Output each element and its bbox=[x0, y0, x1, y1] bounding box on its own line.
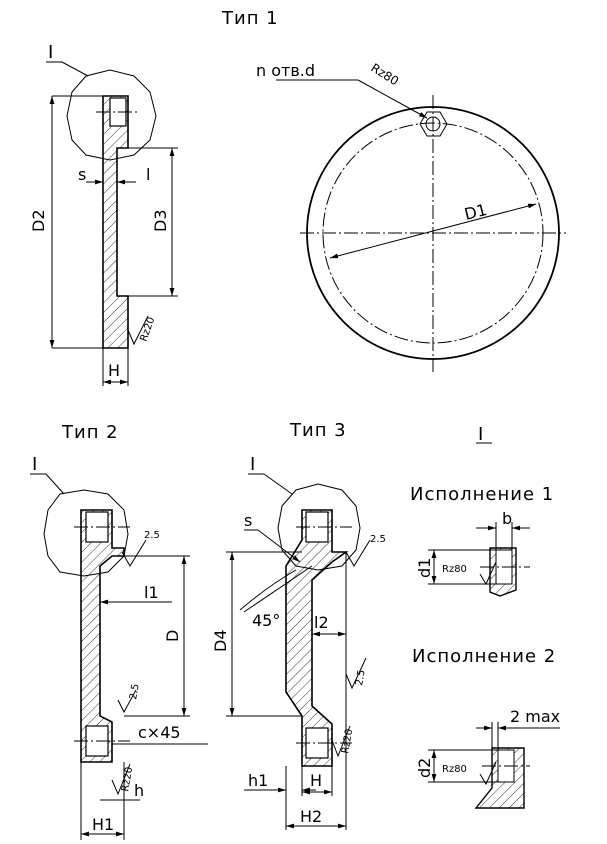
type2-section: I D l1 c×45 2.5 2.5 Rz20 h bbox=[30, 454, 208, 840]
detail-execution-2: 2 max d2 Rz80 bbox=[415, 707, 560, 809]
type2-detail-callout: I bbox=[32, 454, 38, 475]
type2-cx45-label: c×45 bbox=[138, 723, 181, 742]
title-detail: I bbox=[478, 424, 484, 445]
type1-section: I D2 D3 s l H Rz20 bbox=[29, 42, 178, 386]
type2-d-label: D bbox=[163, 630, 182, 642]
exec1-rz80: Rz80 bbox=[442, 564, 467, 575]
exec1-d1-label: d1 bbox=[415, 558, 434, 578]
type3-d4-label: D4 bbox=[211, 630, 230, 653]
type1-detail-callout: I bbox=[48, 42, 54, 63]
type3-s-label: s bbox=[244, 511, 252, 530]
title-execution-1: Исполнение 1 bbox=[410, 484, 554, 505]
type2-h1-label: H1 bbox=[92, 815, 114, 834]
type3-l2-label: l2 bbox=[314, 613, 329, 632]
type1-hole-rz80: Rz80 bbox=[368, 61, 401, 89]
type1-plan-view: D1 n отв.d Rz80 bbox=[256, 61, 566, 372]
title-type1: Тип 1 bbox=[221, 8, 279, 29]
type3-detail-callout: I bbox=[250, 454, 256, 475]
type1-d1-label: D1 bbox=[462, 200, 488, 224]
type3-r25-side: 2.5 bbox=[354, 669, 368, 687]
type1-l-label: l bbox=[146, 165, 150, 184]
type1-holes-label: n отв.d bbox=[256, 61, 315, 80]
type2-r25-top: 2.5 bbox=[144, 530, 160, 541]
type1-h-label: H bbox=[108, 361, 120, 380]
type1-d3-label: D3 bbox=[151, 210, 170, 233]
title-type2: Тип 2 bbox=[61, 422, 119, 443]
detail-execution-1: b d1 Rz80 bbox=[415, 509, 530, 597]
exec2-rz80: Rz80 bbox=[442, 764, 467, 775]
type3-rz20: Rz20 bbox=[340, 728, 355, 754]
type3-r25-top: 2.5 bbox=[370, 534, 386, 545]
title-execution-2: Исполнение 2 bbox=[412, 646, 556, 667]
title-type3: Тип 3 bbox=[289, 420, 347, 441]
type2-r25-mid: 2.5 bbox=[128, 683, 142, 701]
exec1-b-label: b bbox=[502, 509, 512, 528]
type3-h1-label: h1 bbox=[248, 771, 268, 790]
exec2-d2-label: d2 bbox=[415, 758, 434, 778]
type2-rz20: Rz20 bbox=[120, 766, 135, 792]
type2-h-label: h bbox=[134, 781, 144, 800]
type3-angle-label: 45° bbox=[252, 611, 280, 630]
type1-s-label: s bbox=[78, 165, 86, 184]
type2-l1-label: l1 bbox=[144, 583, 159, 602]
type3-section: I D4 s 45° l2 2.5 2.5 Rz20 bbox=[211, 454, 386, 830]
type3-h-label: H bbox=[310, 771, 322, 790]
exec2-max-label: 2 max bbox=[510, 707, 560, 726]
type1-d2-label: D2 bbox=[29, 210, 48, 233]
type3-h2-label: H2 bbox=[300, 807, 322, 826]
type1-rz20: Rz20 bbox=[138, 316, 157, 343]
